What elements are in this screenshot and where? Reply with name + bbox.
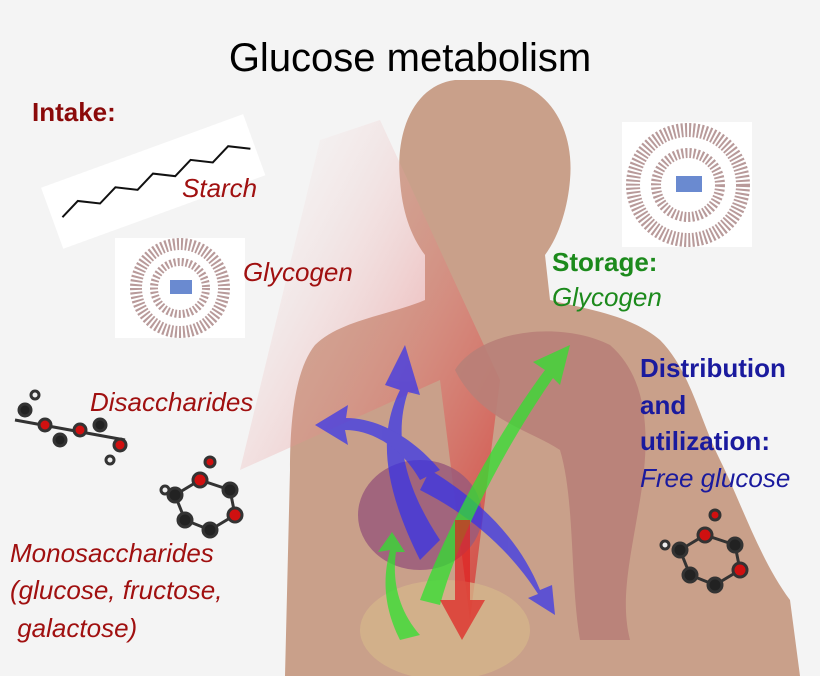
absorption-arrow bbox=[440, 520, 485, 640]
starch-label: Starch bbox=[182, 173, 258, 203]
monosaccharide-molecule bbox=[159, 455, 244, 539]
glycogen-image-storage bbox=[622, 122, 752, 247]
free-glucose-label: Free glucose bbox=[640, 463, 791, 493]
intestines-illustration bbox=[360, 580, 530, 676]
muscle-arm-illustration bbox=[455, 331, 646, 640]
glycogen-intake-label: Glycogen bbox=[243, 257, 353, 287]
storage-glycogen-label: Glycogen bbox=[552, 282, 662, 312]
monosaccharides-examples-line1: (glucose, fructose, bbox=[10, 575, 223, 605]
disaccharide-molecule bbox=[14, 389, 128, 466]
diagram-title: Glucose metabolism bbox=[228, 36, 592, 80]
distribution-heading-line1: Distribution bbox=[640, 353, 786, 383]
monosaccharides-label: Monosaccharides bbox=[10, 538, 214, 568]
distribution-arrows bbox=[315, 345, 555, 615]
glycogen-image-intake bbox=[115, 238, 245, 338]
storage-heading: Storage: bbox=[552, 247, 658, 277]
distribution-heading-line2: and bbox=[640, 390, 687, 420]
monosaccharides-examples-line2: galactose) bbox=[10, 613, 138, 643]
disaccharides-label: Disaccharides bbox=[90, 387, 254, 417]
starch-structure-image bbox=[41, 114, 266, 249]
intake-beam bbox=[240, 120, 500, 620]
free-glucose-molecule bbox=[659, 508, 749, 594]
intake-heading: Intake: bbox=[32, 97, 116, 127]
distribution-heading-line3: utilization: bbox=[640, 426, 770, 456]
